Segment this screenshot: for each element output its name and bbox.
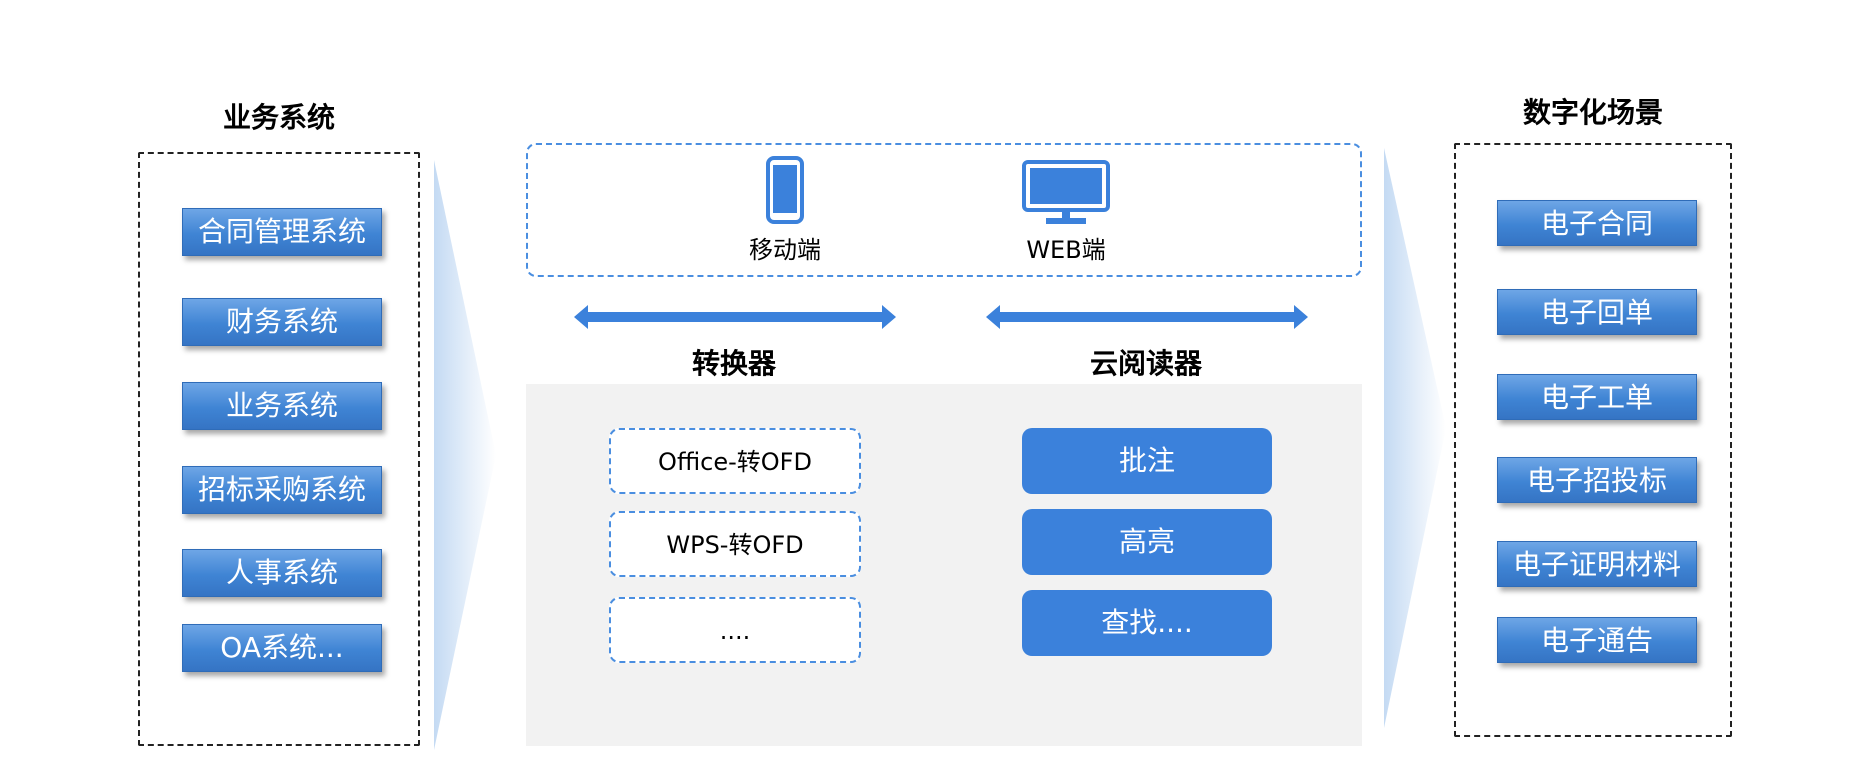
right-item-e-bidding[interactable]: 电子招投标: [1497, 457, 1697, 503]
converter-item-office[interactable]: Office-转OFD: [609, 428, 861, 494]
web-label: WEB端: [1026, 236, 1106, 264]
flow-chevron-right: [1384, 148, 1446, 728]
left-item-oa-system[interactable]: OA系统...: [182, 624, 382, 672]
mobile-label: 移动端: [749, 236, 821, 264]
converter-title: 转换器: [691, 347, 776, 380]
right-item-e-receipt[interactable]: 电子回单: [1497, 289, 1697, 335]
left-item-procurement-system[interactable]: 招标采购系统: [182, 466, 382, 514]
reader-double-arrow: [986, 305, 1308, 329]
client-endpoints-panel: [526, 143, 1362, 277]
left-item-contract-system[interactable]: 合同管理系统: [182, 208, 382, 256]
right-item-e-certificate[interactable]: 电子证明材料: [1497, 541, 1697, 587]
mobile-phone-icon: [766, 156, 804, 224]
left-item-finance-system[interactable]: 财务系统: [182, 298, 382, 346]
right-item-e-notice[interactable]: 电子通告: [1497, 617, 1697, 663]
reader-item-highlight[interactable]: 高亮: [1022, 509, 1272, 575]
right-item-e-workorder[interactable]: 电子工单: [1497, 374, 1697, 420]
desktop-monitor-icon: [1022, 160, 1110, 224]
right-item-e-contract[interactable]: 电子合同: [1497, 200, 1697, 246]
left-item-business-system[interactable]: 业务系统: [182, 382, 382, 430]
reader-item-annotate[interactable]: 批注: [1022, 428, 1272, 494]
flow-chevron-left: [434, 160, 496, 750]
converter-double-arrow: [574, 305, 896, 329]
reader-item-search[interactable]: 查找....: [1022, 590, 1272, 656]
business-systems-box: [138, 152, 420, 746]
reader-title: 云阅读器: [1089, 347, 1202, 380]
left-item-hr-system[interactable]: 人事系统: [182, 549, 382, 597]
converter-item-wps[interactable]: WPS-转OFD: [609, 511, 861, 577]
converter-item-more[interactable]: ....: [609, 597, 861, 663]
right-heading: 数字化场景: [1522, 96, 1663, 129]
digital-scenarios-box: [1454, 143, 1732, 737]
left-heading: 业务系统: [222, 101, 335, 134]
